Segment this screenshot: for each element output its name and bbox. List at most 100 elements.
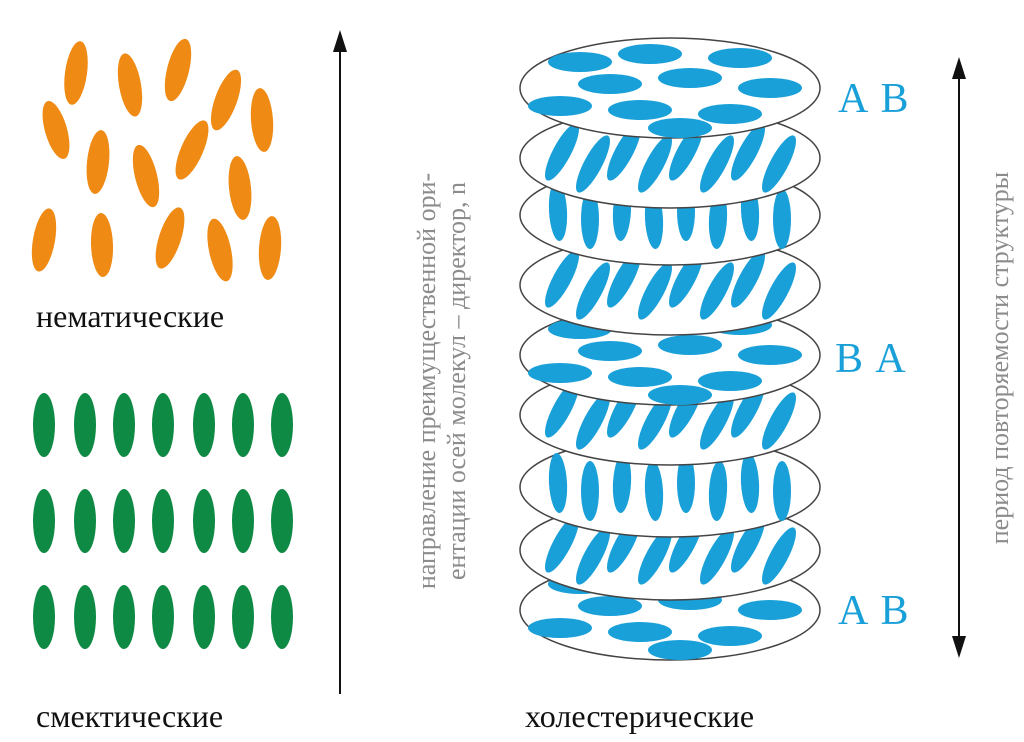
cholesteric-molecule bbox=[698, 371, 762, 391]
cholesteric-molecule bbox=[545, 250, 579, 308]
nematic-label: нематические bbox=[36, 298, 225, 334]
smectic-molecule bbox=[152, 489, 174, 553]
cholesteric-molecule bbox=[738, 600, 802, 620]
nematic-molecule bbox=[175, 120, 209, 180]
cholesteric-molecule bbox=[658, 335, 722, 355]
period-axis-label: период повторяемости структуры bbox=[985, 171, 1014, 545]
nematic-molecules bbox=[31, 38, 282, 282]
nematic-molecule bbox=[155, 207, 185, 269]
nematic-molecule bbox=[250, 88, 274, 152]
nematic-molecule bbox=[258, 216, 282, 280]
smectic-molecule bbox=[193, 585, 215, 649]
smectic-molecule bbox=[232, 489, 254, 553]
smectic-molecule bbox=[113, 393, 135, 457]
cholesteric-molecule bbox=[528, 363, 592, 383]
cholesteric-molecule bbox=[762, 527, 796, 585]
cholesteric-molecule bbox=[576, 527, 610, 585]
smectic-molecule bbox=[152, 393, 174, 457]
cholesteric-molecule bbox=[638, 527, 672, 585]
cholesteric-molecule bbox=[578, 341, 642, 361]
smectic-molecule bbox=[232, 393, 254, 457]
cholesteric-molecule bbox=[677, 453, 695, 513]
smectic-molecule bbox=[33, 585, 55, 649]
cholesteric-layer bbox=[519, 37, 821, 139]
director-axis-arrow bbox=[333, 30, 347, 694]
cholesteric-molecule bbox=[698, 626, 762, 646]
smectic-molecule bbox=[271, 393, 293, 457]
layer-label-top: A B bbox=[838, 76, 911, 122]
cholesteric-molecule bbox=[708, 48, 772, 68]
cholesteric-molecule bbox=[708, 461, 728, 521]
cholesteric-molecule bbox=[644, 461, 664, 521]
nematic-molecule bbox=[132, 144, 160, 208]
smectic-molecule bbox=[33, 393, 55, 457]
smectic-label: смектические bbox=[36, 698, 224, 734]
smectic-molecule bbox=[74, 393, 96, 457]
cholesteric-molecule bbox=[638, 135, 672, 193]
cholesteric-molecule bbox=[738, 78, 802, 98]
smectic-molecules bbox=[33, 393, 293, 649]
cholesteric-molecule bbox=[648, 118, 712, 138]
nematic-molecule bbox=[117, 53, 143, 117]
cholesteric-molecule bbox=[548, 181, 568, 241]
smectic-molecule bbox=[271, 489, 293, 553]
nematic-molecule bbox=[210, 69, 242, 131]
period-axis-arrow bbox=[952, 57, 966, 658]
cholesteric-molecule bbox=[581, 461, 599, 521]
director-axis-label: направление преимущественной ори- ентаци… bbox=[412, 76, 471, 686]
cholesteric-molecule bbox=[608, 622, 672, 642]
cholesteric-molecule bbox=[545, 380, 579, 438]
cholesteric-molecule bbox=[578, 596, 642, 616]
cholesteric-molecule bbox=[607, 250, 641, 308]
cholesteric-molecule bbox=[762, 392, 796, 450]
cholesteric-molecule bbox=[578, 74, 642, 94]
cholesteric-molecule bbox=[648, 385, 712, 405]
cholesteric-molecule bbox=[773, 461, 791, 521]
cholesteric-molecule bbox=[576, 262, 610, 320]
cholesteric-molecule bbox=[762, 262, 796, 320]
smectic-molecule bbox=[152, 585, 174, 649]
cholesteric-molecule bbox=[528, 618, 592, 638]
cholesteric-molecule bbox=[740, 453, 760, 513]
cholesteric-molecule bbox=[638, 262, 672, 320]
cholesteric-molecule bbox=[648, 640, 712, 660]
period-axis-arrowhead-bottom bbox=[952, 636, 966, 658]
layer-label-middle: B A bbox=[835, 336, 908, 382]
cholesteric-stack bbox=[519, 37, 821, 661]
nematic-molecule bbox=[86, 130, 110, 194]
cholesteric-molecule bbox=[545, 123, 579, 181]
smectic-molecule bbox=[193, 489, 215, 553]
smectic-molecule bbox=[33, 489, 55, 553]
smectic-molecule bbox=[74, 585, 96, 649]
smectic-molecule bbox=[271, 585, 293, 649]
cholesteric-molecule bbox=[700, 527, 734, 585]
nematic-molecule bbox=[64, 41, 88, 105]
cholesteric-molecule bbox=[731, 123, 765, 181]
nematic-molecule bbox=[164, 38, 192, 102]
smectic-molecule bbox=[113, 585, 135, 649]
cholesteric-molecule bbox=[608, 100, 672, 120]
cholesteric-molecule bbox=[773, 189, 791, 249]
smectic-molecule bbox=[193, 393, 215, 457]
cholesteric-molecule bbox=[698, 104, 762, 124]
cholesteric-molecule bbox=[548, 52, 612, 72]
director-axis-label-line2: ентации осей молекул – директор, n bbox=[441, 181, 471, 581]
cholesteric-molecule bbox=[638, 392, 672, 450]
cholesteric-molecule bbox=[700, 135, 734, 193]
cholesteric-molecule bbox=[618, 44, 682, 64]
cholesteric-molecule bbox=[581, 189, 599, 249]
cholesteric-molecule bbox=[576, 135, 610, 193]
cholesteric-label: холестерические bbox=[525, 698, 755, 734]
nematic-molecule bbox=[207, 218, 233, 282]
cholesteric-molecule bbox=[700, 262, 734, 320]
cholesteric-layer bbox=[519, 107, 821, 209]
cholesteric-molecule bbox=[545, 515, 579, 573]
cholesteric-layer bbox=[519, 234, 821, 336]
nematic-molecule bbox=[90, 213, 114, 277]
cholesteric-molecule bbox=[528, 96, 592, 116]
nematic-molecule bbox=[42, 101, 70, 159]
layer-label-bottom: A B bbox=[838, 588, 911, 634]
cholesteric-molecule bbox=[762, 135, 796, 193]
cholesteric-molecule bbox=[607, 123, 641, 181]
cholesteric-molecule bbox=[612, 453, 632, 513]
